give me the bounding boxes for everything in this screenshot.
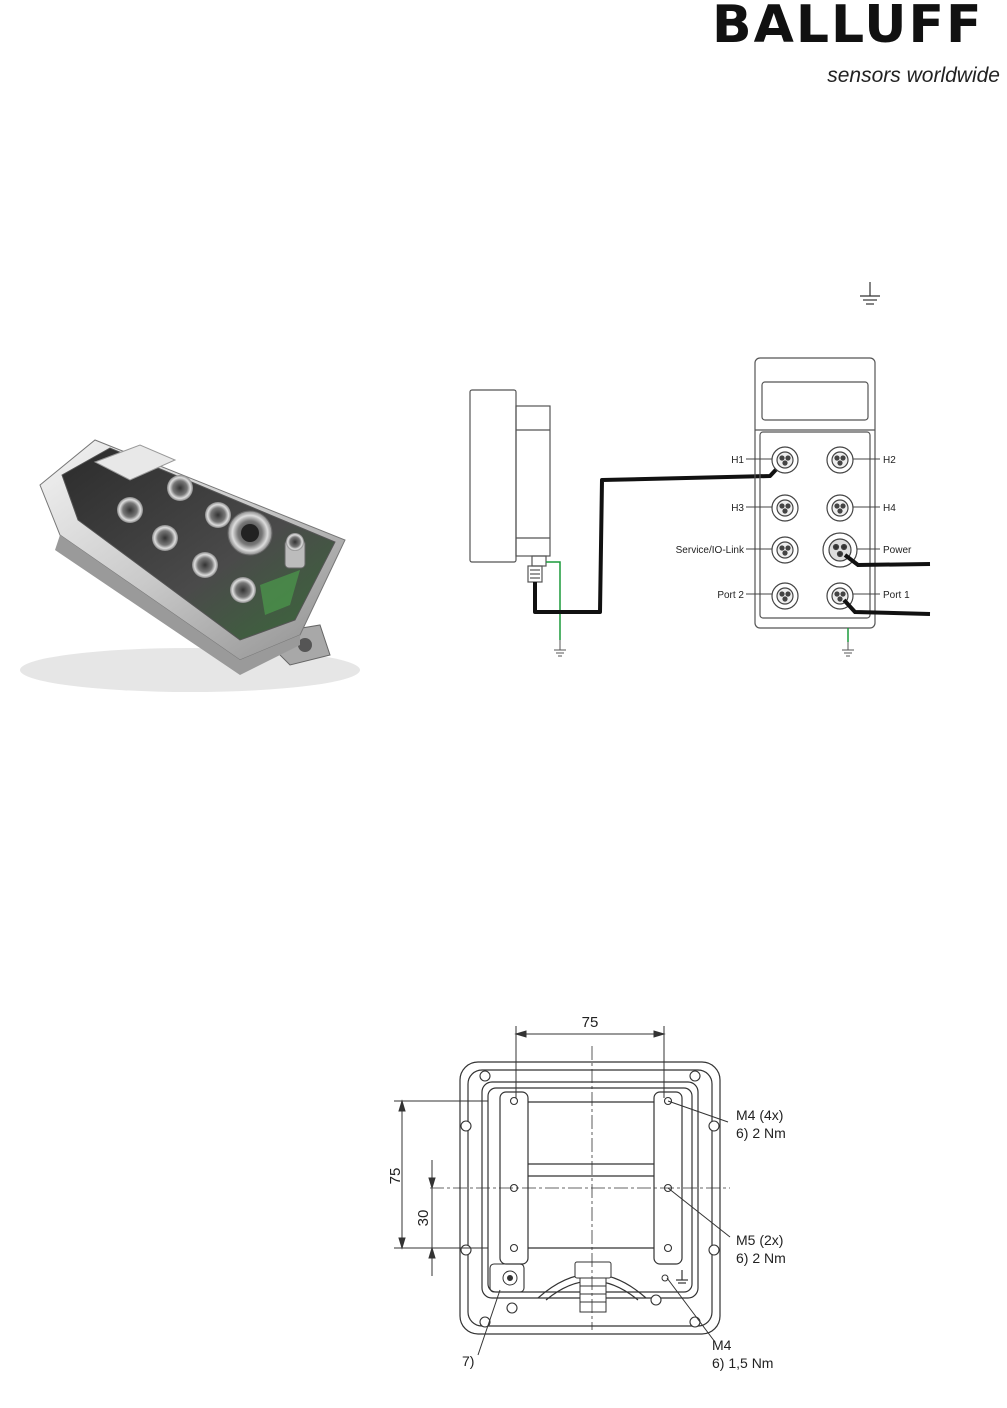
port-label-h3: H3: [731, 503, 744, 514]
port-label-h2: H2: [883, 455, 896, 466]
cable: [535, 460, 785, 612]
dimension-drawing: 75 75 30 M4 (4x) 6) 2 Nm M5 (2x) 6) 2 Nm…: [370, 1000, 830, 1390]
front-view-device: [755, 358, 875, 628]
earth-ground-icon: [842, 642, 854, 656]
product-photo: [0, 420, 380, 700]
callout-m5: M5 (2x): [736, 1232, 783, 1248]
callout-m4-ground-torque: 6) 1,5 Nm: [712, 1355, 773, 1371]
callout-m4-ground: M4: [712, 1337, 732, 1353]
brand-wordmark: BALLUFF: [712, 2, 984, 48]
earth-ground-icon: [554, 640, 566, 656]
callout-m4-torque: 6) 2 Nm: [736, 1125, 786, 1141]
port-label-h1: H1: [731, 455, 744, 466]
callout-m4: M4 (4x): [736, 1107, 783, 1123]
brand-tagline: sensors worldwide: [827, 64, 1000, 88]
earth-ground-icon: [860, 282, 880, 304]
side-view-device: [470, 390, 550, 582]
port-label-h4: H4: [883, 503, 896, 514]
connector-sockets: [772, 447, 857, 609]
brand-logo: BALLUFF sensors worldwide: [712, 0, 1002, 90]
earth-ground-icon: [676, 1270, 688, 1283]
dim-offset: 30: [415, 1210, 432, 1227]
dim-height: 75: [387, 1168, 404, 1185]
callout-note7: 7): [462, 1353, 474, 1369]
wiring-diagram: H1 H2 H3 H4 Service/IO-Link Power Port 2…: [440, 270, 940, 670]
port-label-power: Power: [883, 545, 912, 556]
port-label-service: Service/IO-Link: [676, 545, 745, 556]
port-label-port1: Port 1: [883, 590, 910, 601]
dim-width: 75: [582, 1014, 599, 1031]
callout-m5-torque: 6) 2 Nm: [736, 1250, 786, 1266]
port-label-port2: Port 2: [717, 590, 744, 601]
